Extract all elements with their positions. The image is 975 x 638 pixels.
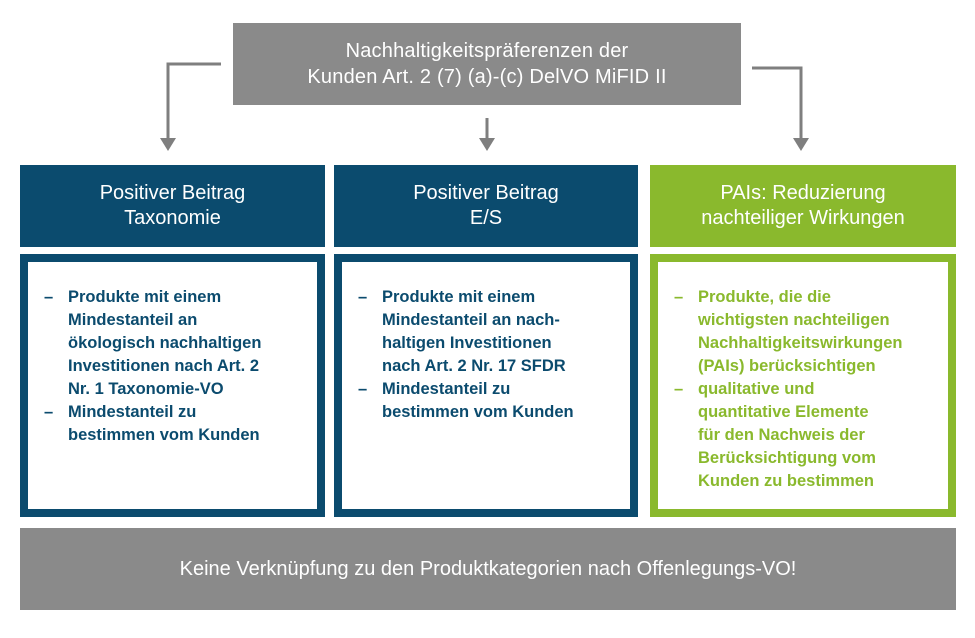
header-line-2: nachteiliger Wirkungen — [701, 207, 905, 229]
item-line: Mindestanteil an — [68, 311, 198, 329]
item-line: qualitative und — [698, 380, 815, 398]
item-line: wichtigsten nachteiligen — [698, 311, 890, 329]
bullet-dash: – — [674, 380, 684, 398]
top-title-line-2: Kunden Art. 2 (7) (a)-(c) DelVO MiFID II — [307, 66, 667, 88]
item-line: bestimmen vom Kunden — [68, 426, 260, 444]
bullet-dash: – — [358, 380, 368, 398]
content-es: – Produkte mit einem Mindestanteil an na… — [334, 254, 638, 517]
item-line: ökologisch nachhaltigen — [68, 334, 262, 352]
header-line-1: Positiver Beitrag — [99, 182, 246, 204]
header-line-1: Positiver Beitrag — [413, 182, 559, 204]
top-title-line-1: Nachhaltigkeitspräferenzen der — [345, 40, 629, 62]
item-line: Mindestanteil an nach- — [382, 311, 560, 329]
arrowhead-right — [793, 138, 809, 151]
bullet-dash: – — [44, 288, 54, 306]
item-line: haltigen Investitionen — [382, 334, 552, 352]
item-line: für den Nachweis der — [698, 426, 865, 444]
arrowhead-center — [479, 138, 495, 151]
item-line: Produkte mit einem — [68, 288, 222, 306]
item-line: nach Art. 2 Nr. 17 SFDR — [382, 357, 566, 375]
list-item: – Produkte mit einem Mindestanteil an na… — [358, 286, 620, 378]
bottom-note-text: Keine Verknüpfung zu den Produktkategori… — [179, 557, 797, 580]
arrowhead-left — [160, 138, 176, 151]
list-item: – qualitative und quantitative Elemente … — [674, 378, 938, 493]
item-line: Berücksichtigung vom — [698, 449, 876, 467]
header-line-1: PAIs: Reduzierung — [720, 182, 886, 204]
list-item: – Produkte, die die wichtigsten nachteil… — [674, 286, 938, 378]
top-box: Nachhaltigkeitspräferenzen der Kunden Ar… — [233, 23, 741, 105]
item-line: Kunden zu bestimmen — [698, 472, 875, 490]
bullet-dash: – — [674, 288, 684, 306]
item-line: (PAIs) berücksichtigen — [698, 357, 876, 375]
header-es: Positiver Beitrag E/S — [334, 165, 638, 247]
item-line: quantitative Elemente — [698, 403, 869, 421]
item-line: Nr. 1 Taxonomie-VO — [68, 380, 224, 398]
header-pais: PAIs: Reduzierung nachteiliger Wirkungen — [650, 165, 956, 247]
arrow-left — [166, 62, 221, 140]
header-line-2: E/S — [469, 207, 503, 229]
item-line: Mindestanteil zu — [68, 403, 197, 421]
item-line: Investitionen nach Art. 2 — [68, 357, 260, 375]
list-item: – Mindestanteil zu bestimmen vom Kunden — [358, 378, 620, 424]
item-line: Mindestanteil zu — [382, 380, 511, 398]
item-line: Nachhaltigkeitswirkungen — [698, 334, 903, 352]
item-line: bestimmen vom Kunden — [382, 403, 574, 421]
header-line-2: Taxonomie — [124, 207, 221, 229]
content-taxonomie: – Produkte mit einem Mindestanteil an ök… — [20, 254, 325, 517]
bullet-dash: – — [44, 403, 54, 421]
list-item: – Mindestanteil zu bestimmen vom Kunden — [44, 401, 307, 447]
item-line: Produkte mit einem — [382, 288, 536, 306]
bottom-note: Keine Verknüpfung zu den Produktkategori… — [20, 528, 956, 610]
bullet-dash: – — [358, 288, 368, 306]
arrow-right — [752, 66, 803, 140]
item-line: Produkte, die die — [698, 288, 831, 306]
list-item: – Produkte mit einem Mindestanteil an ök… — [44, 286, 307, 401]
header-taxonomie: Positiver Beitrag Taxonomie — [20, 165, 325, 247]
content-pais: – Produkte, die die wichtigsten nachteil… — [650, 254, 956, 517]
